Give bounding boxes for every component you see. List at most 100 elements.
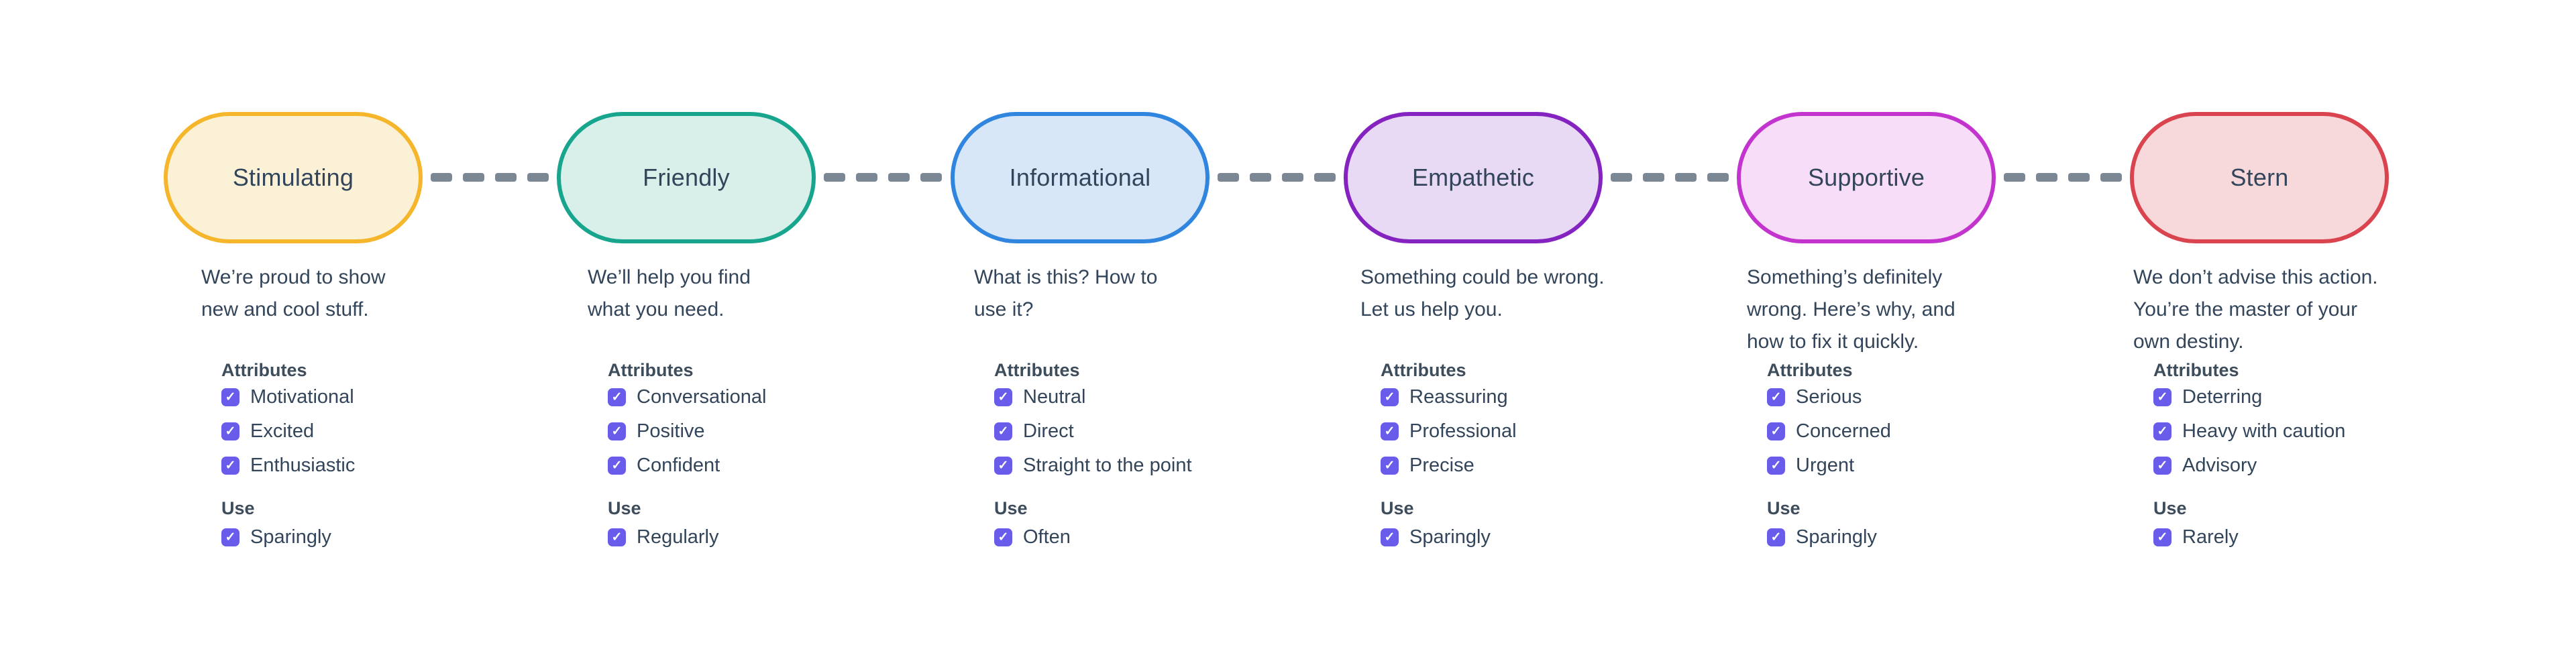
tone-node-label: Stimulating [232, 164, 354, 191]
attributes-heading: Attributes [608, 360, 694, 380]
tone-column-empathetic: Empathetic Something could be wrong. Let… [1344, 0, 1747, 649]
use-row: ✓ Rarely [2153, 528, 2520, 547]
attribute-label: Straight to the point [1023, 455, 1192, 476]
attributes-list: ✓ Serious ✓ Concerned ✓ Urgent [1767, 388, 2133, 475]
connector-dash [1314, 173, 1336, 182]
use-heading: Use [1381, 498, 1414, 518]
checked-checkbox[interactable]: ✓ [2153, 528, 2171, 546]
checked-checkbox[interactable]: ✓ [1381, 528, 1399, 546]
tone-description: What is this? How to use it? [974, 266, 1158, 320]
use-label: Regularly [637, 526, 719, 548]
attributes-heading: Attributes [1767, 360, 1853, 380]
use-row: ✓ Sparingly [221, 528, 588, 547]
attribute-label: Excited [250, 420, 315, 442]
use-label: Often [1023, 526, 1071, 548]
tone-column-stimulating: Stimulating We’re proud to show new and … [164, 0, 588, 649]
connector-dash [495, 173, 517, 182]
connector-dash [824, 173, 845, 182]
checked-checkbox[interactable]: ✓ [994, 457, 1012, 475]
connector-dashed-line [824, 173, 942, 182]
checked-checkbox[interactable]: ✓ [221, 457, 239, 475]
attribute-row: ✓ Excited [221, 422, 588, 441]
checked-checkbox[interactable]: ✓ [994, 388, 1012, 406]
tone-node-label: Stern [2230, 164, 2289, 191]
checked-checkbox[interactable]: ✓ [1767, 528, 1785, 546]
connector-dashed-line [1611, 173, 1729, 182]
attribute-label: Reassuring [1409, 386, 1508, 408]
tone-column-informational: Informational What is this? How to use i… [951, 0, 1360, 649]
tone-column-supportive: Supportive Something’s definitely wrong.… [1737, 0, 2133, 649]
checked-checkbox[interactable]: ✓ [1767, 388, 1785, 406]
checked-checkbox[interactable]: ✓ [1381, 422, 1399, 440]
attribute-label: Neutral [1023, 386, 1086, 408]
connector-dash [2100, 173, 2122, 182]
checked-checkbox[interactable]: ✓ [1381, 388, 1399, 406]
connector-dash [527, 173, 549, 182]
connector-dash [920, 173, 942, 182]
use-list: ✓ Often [994, 528, 1360, 547]
tone-description: Something could be wrong. Let us help yo… [1360, 266, 1605, 320]
attribute-row: ✓ Confident [608, 456, 974, 475]
checked-checkbox[interactable]: ✓ [608, 422, 626, 440]
attributes-list: ✓ Reassuring ✓ Professional ✓ Precise [1381, 388, 1747, 475]
checked-checkbox[interactable]: ✓ [1767, 457, 1785, 475]
checked-checkbox[interactable]: ✓ [2153, 388, 2171, 406]
attribute-row: ✓ Conversational [608, 388, 974, 407]
tone-description: We don’t advise this action. You’re the … [2133, 266, 2378, 353]
checked-checkbox[interactable]: ✓ [994, 528, 1012, 546]
attribute-row: ✓ Straight to the point [994, 456, 1360, 475]
attribute-row: ✓ Advisory [2153, 456, 2520, 475]
attribute-row: ✓ Neutral [994, 388, 1360, 407]
attribute-label: Precise [1409, 455, 1474, 476]
connector-dash [1643, 173, 1664, 182]
checked-checkbox[interactable]: ✓ [2153, 422, 2171, 440]
connector-dash [1611, 173, 1632, 182]
checked-checkbox[interactable]: ✓ [2153, 457, 2171, 475]
attribute-row: ✓ Concerned [1767, 422, 2133, 441]
attribute-row: ✓ Urgent [1767, 456, 2133, 475]
attributes-heading: Attributes [2153, 360, 2239, 380]
use-label: Sparingly [250, 526, 331, 548]
checked-checkbox[interactable]: ✓ [1767, 422, 1785, 440]
attributes-heading: Attributes [994, 360, 1080, 380]
tone-node-supportive: Supportive [1737, 112, 1996, 243]
checked-checkbox[interactable]: ✓ [608, 528, 626, 546]
connector-dashed-line [431, 173, 549, 182]
attributes-list: ✓ Conversational ✓ Positive ✓ Confident [608, 388, 974, 475]
connector-dashed-line [1218, 173, 1336, 182]
attribute-label: Serious [1796, 386, 1862, 408]
use-label: Sparingly [1409, 526, 1491, 548]
use-list: ✓ Sparingly [1381, 528, 1747, 547]
connector-dash [1282, 173, 1303, 182]
checked-checkbox[interactable]: ✓ [221, 388, 239, 406]
use-row: ✓ Regularly [608, 528, 974, 547]
connector-dash [463, 173, 484, 182]
tone-node-empathetic: Empathetic [1344, 112, 1603, 243]
attribute-label: Advisory [2182, 455, 2257, 476]
use-list: ✓ Sparingly [1767, 528, 2133, 547]
connector-dash [1675, 173, 1697, 182]
attribute-row: ✓ Motivational [221, 388, 588, 407]
tone-node-label: Friendly [643, 164, 730, 191]
attributes-list: ✓ Motivational ✓ Excited ✓ Enthusiastic [221, 388, 588, 475]
tone-node-stern: Stern [2130, 112, 2389, 243]
attributes-list: ✓ Neutral ✓ Direct ✓ Straight to the poi… [994, 388, 1360, 475]
checked-checkbox[interactable]: ✓ [221, 422, 239, 440]
use-label: Sparingly [1796, 526, 1877, 548]
connector-dash [1707, 173, 1729, 182]
checked-checkbox[interactable]: ✓ [1381, 457, 1399, 475]
connector-dash [1218, 173, 1239, 182]
use-heading: Use [994, 498, 1028, 518]
checked-checkbox[interactable]: ✓ [221, 528, 239, 546]
attribute-label: Conversational [637, 386, 767, 408]
attribute-row: ✓ Precise [1381, 456, 1747, 475]
tone-node-stimulating: Stimulating [164, 112, 423, 243]
checked-checkbox[interactable]: ✓ [994, 422, 1012, 440]
attribute-label: Urgent [1796, 455, 1855, 476]
checked-checkbox[interactable]: ✓ [608, 388, 626, 406]
checked-checkbox[interactable]: ✓ [608, 457, 626, 475]
attribute-row: ✓ Serious [1767, 388, 2133, 407]
attribute-row: ✓ Deterring [2153, 388, 2520, 407]
tone-node-informational: Informational [951, 112, 1210, 243]
attribute-label: Direct [1023, 420, 1074, 442]
